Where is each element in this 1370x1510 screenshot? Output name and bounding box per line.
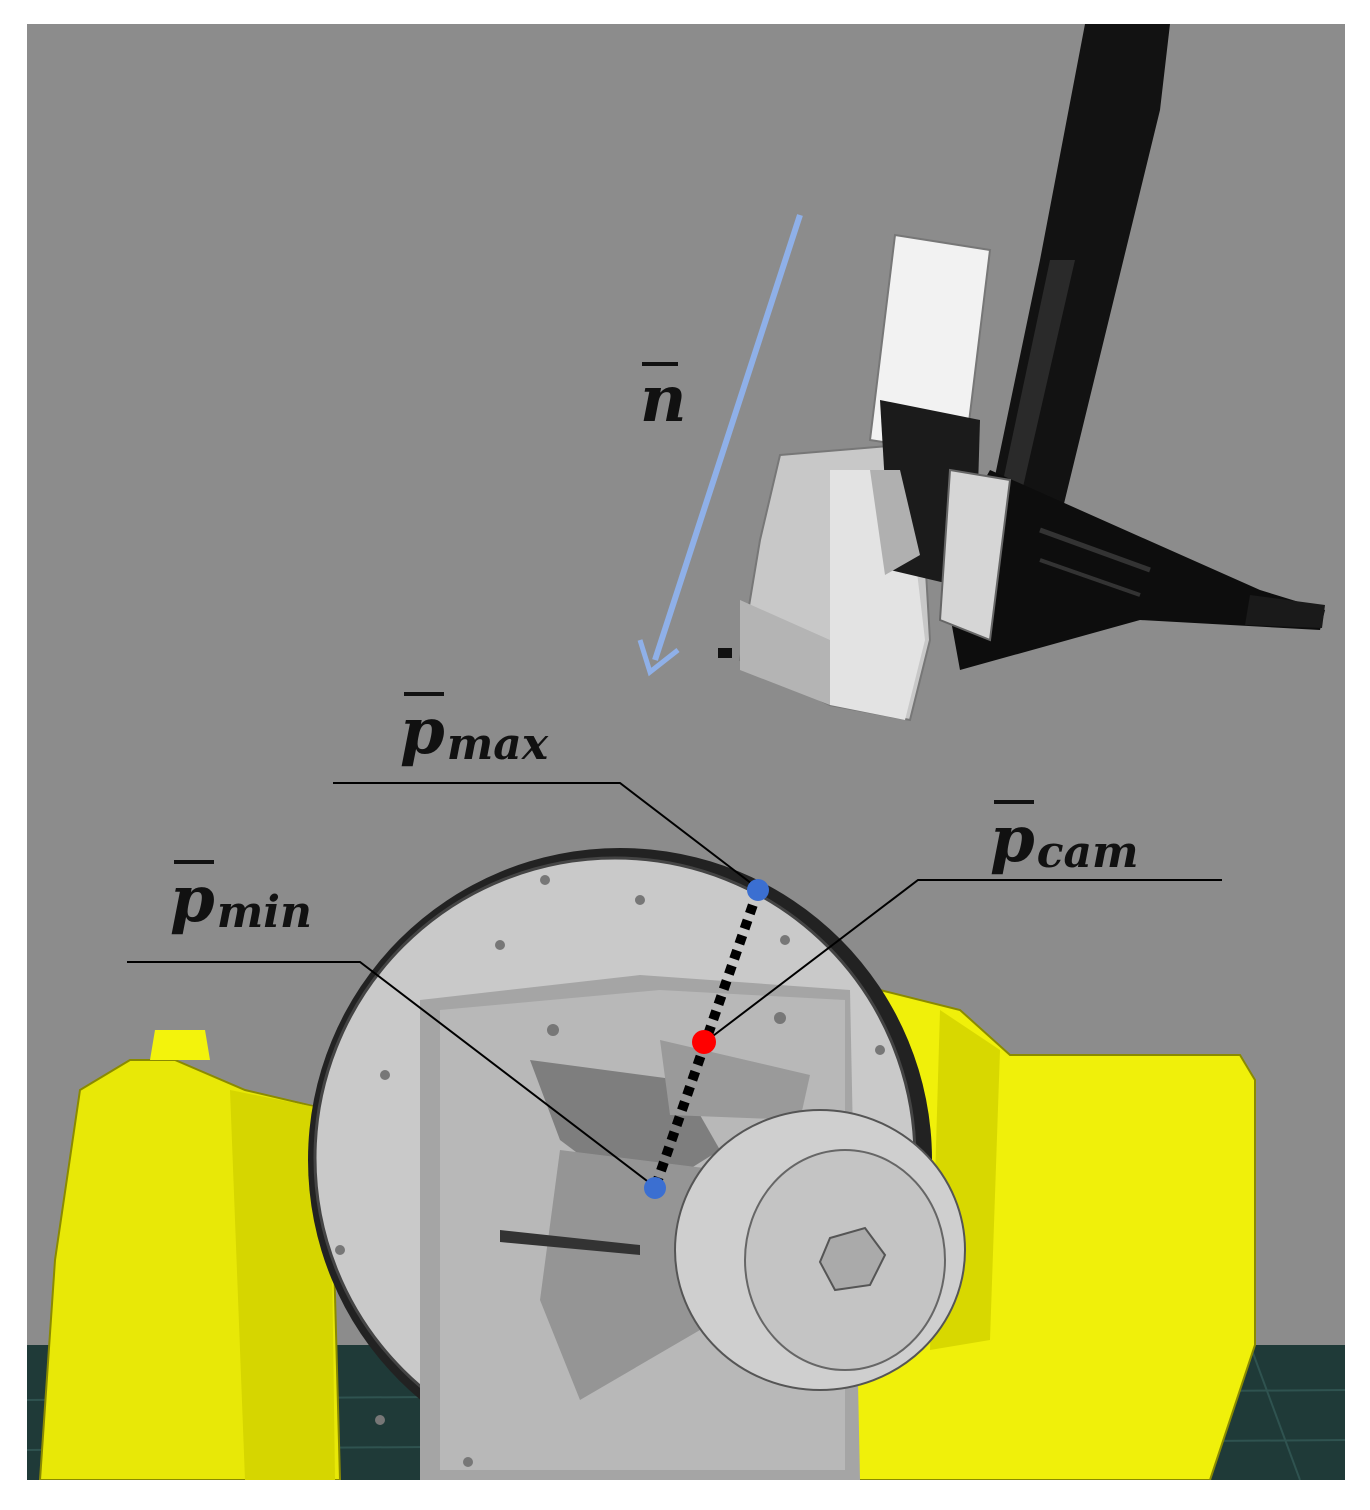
label-n: n <box>640 362 687 432</box>
label-p-min-base: p <box>170 862 215 937</box>
leader-p-cam <box>704 879 1222 1043</box>
label-p-cam: pcam <box>990 800 1139 875</box>
label-p-max: pmax <box>400 692 548 767</box>
label-p-max-sub: max <box>446 719 549 770</box>
positioner-left <box>38 1030 342 1480</box>
measurement-segment <box>650 888 763 1190</box>
label-p-min: pmin <box>170 860 312 935</box>
p-cam-marker <box>692 1030 716 1054</box>
label-n-base: n <box>640 362 687 437</box>
label-p-cam-sub: cam <box>1036 827 1139 878</box>
label-p-max-base: p <box>400 694 445 769</box>
label-p-min-sub: min <box>216 887 313 938</box>
leader-p-min <box>127 961 656 1188</box>
turntable-holes <box>335 875 885 1467</box>
p-min-marker <box>644 1177 666 1199</box>
robot-arm <box>940 24 1325 670</box>
normal-arrow <box>652 214 803 661</box>
p-max-marker <box>747 879 769 901</box>
camera-assembly <box>718 233 1012 722</box>
leader-p-max <box>333 782 761 891</box>
arrow-down-left-icon <box>637 639 680 677</box>
label-p-cam-base: p <box>990 802 1035 877</box>
leader-lines <box>127 782 1222 1188</box>
